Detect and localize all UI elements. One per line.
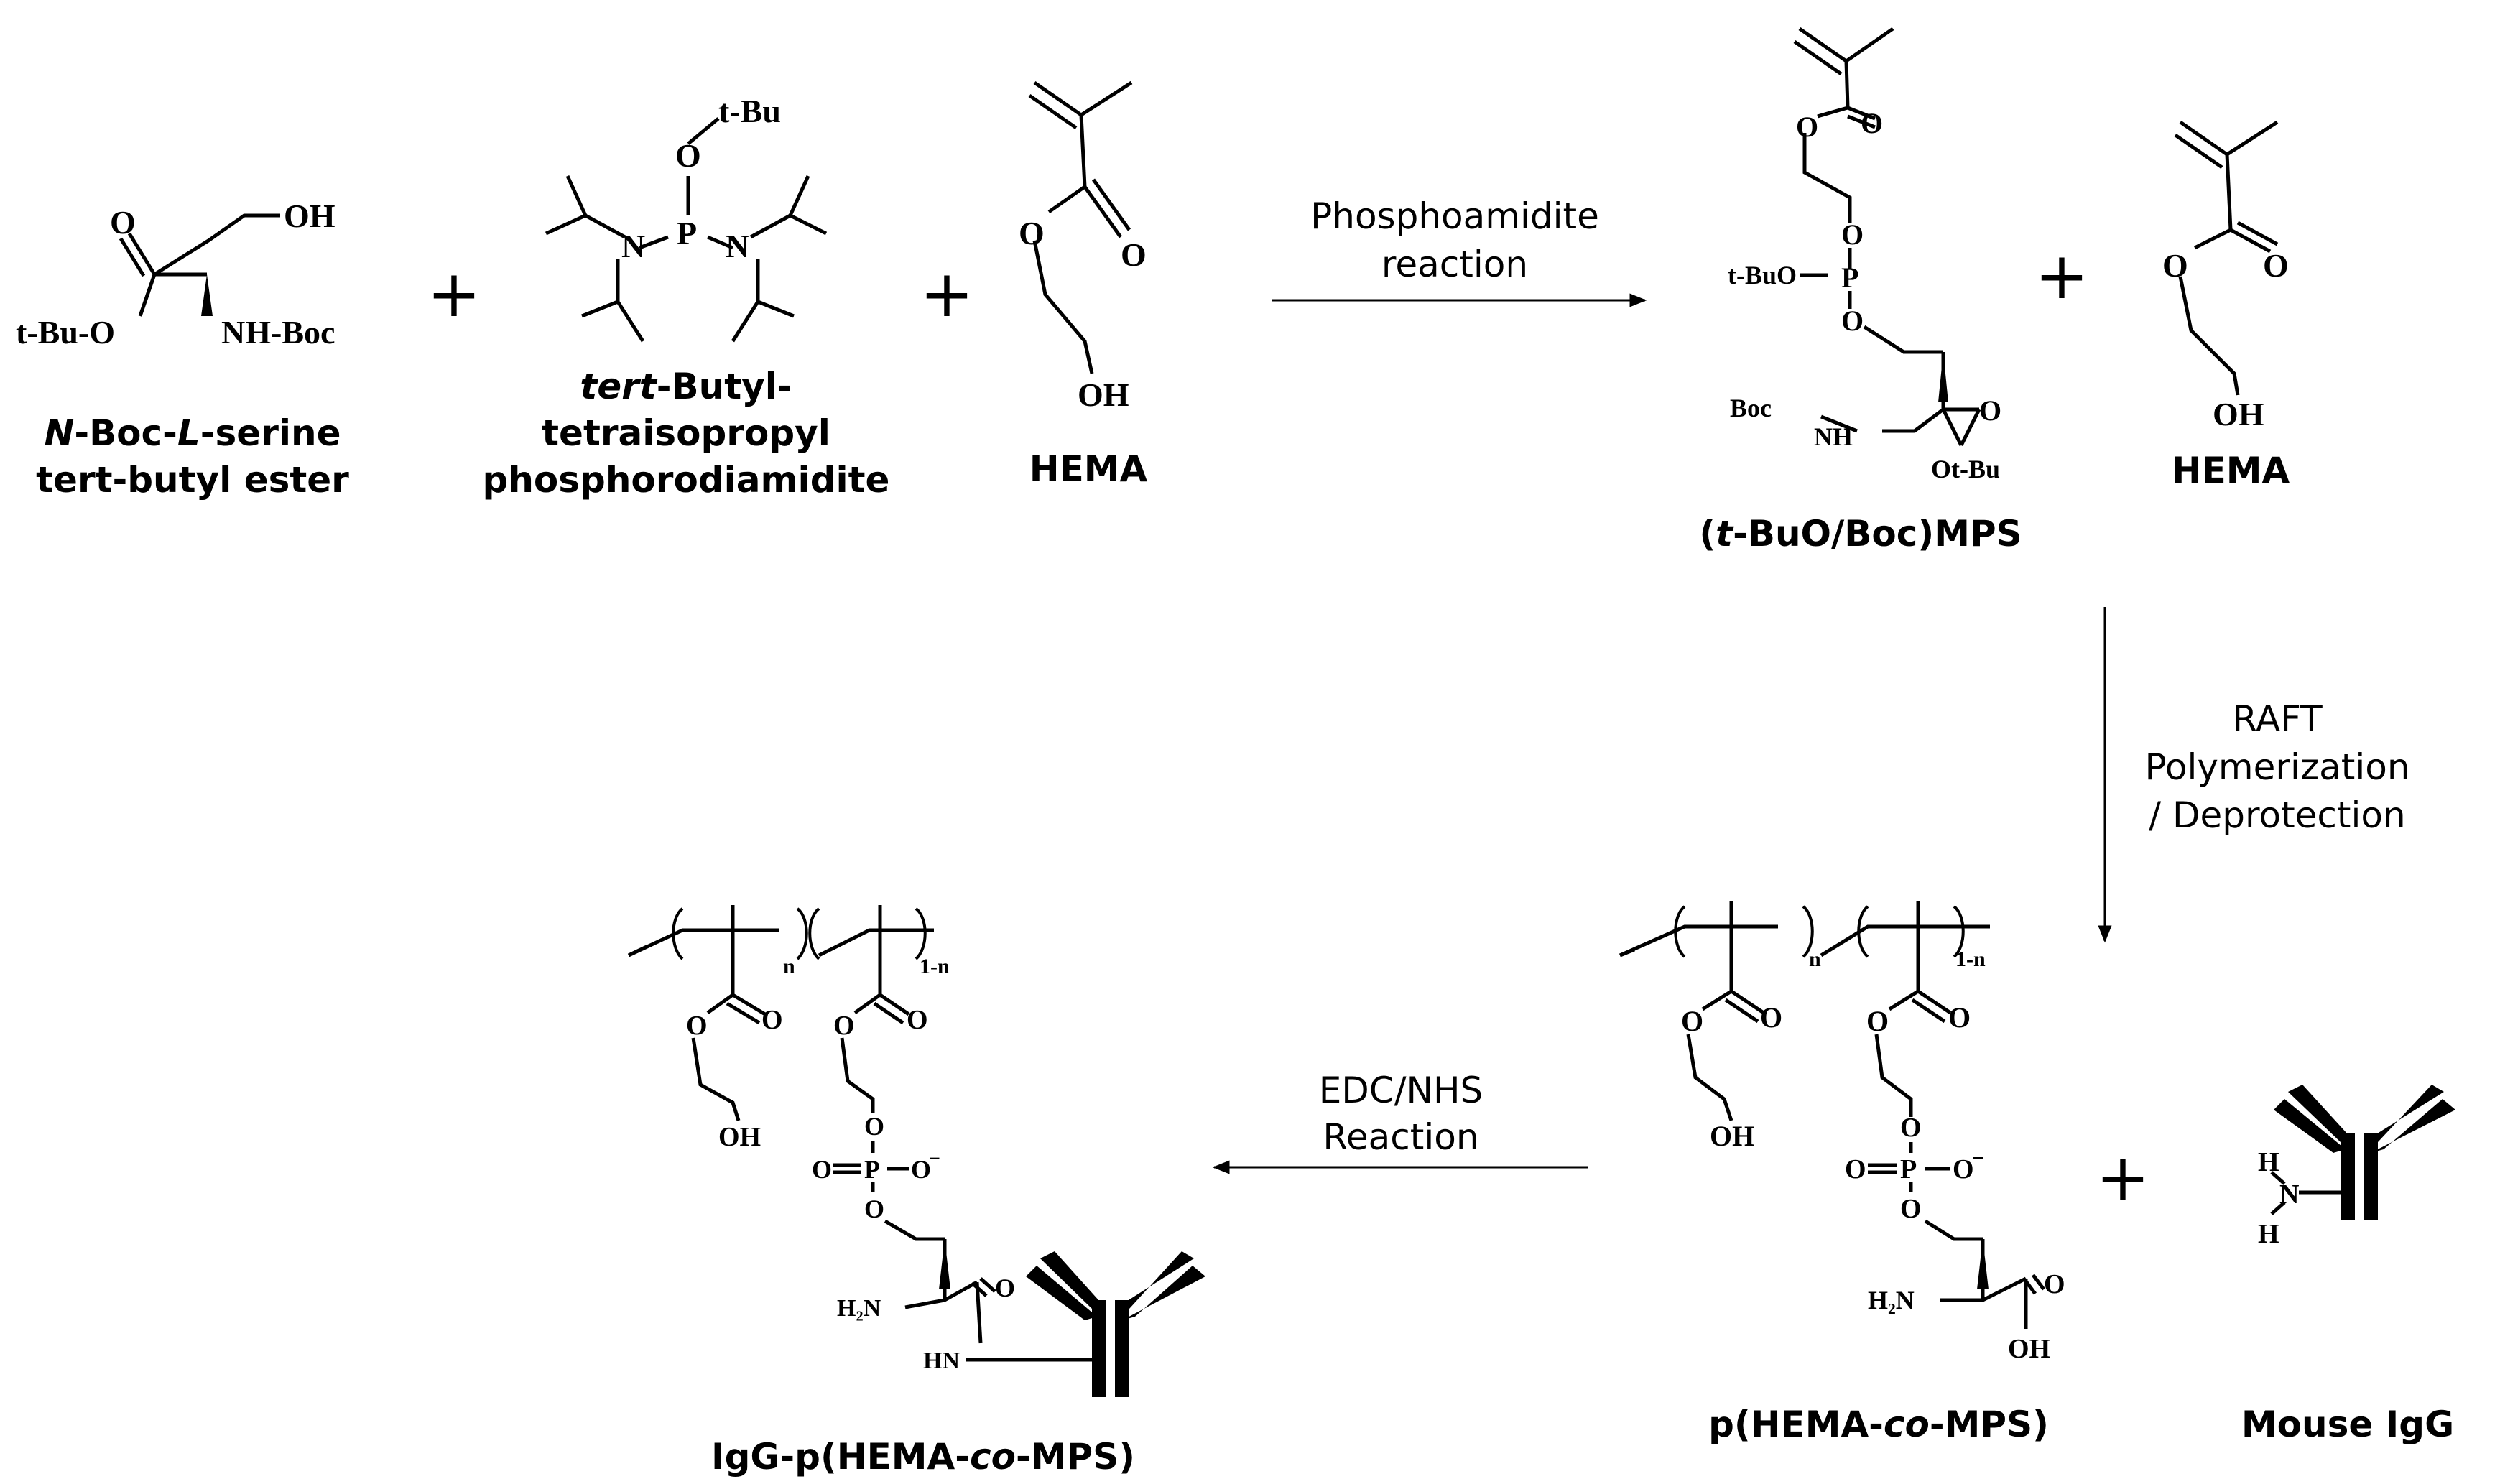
tbu-label: t-Bu [718, 93, 781, 129]
poly-carbonyl-o2: O [1948, 1001, 1971, 1034]
o-label: O [675, 137, 701, 174]
phosphorodiamidite-caption-line3: phosphorodiamidite [483, 459, 890, 501]
monomer-nh: NH [1814, 422, 1853, 451]
plus-sign: + [2096, 1140, 2149, 1215]
igg-n: N [2279, 1179, 2299, 1210]
nh-boc-label: NH-Boc [221, 314, 335, 351]
hema-structure-2: O O OH [2162, 120, 2289, 432]
hema-caption: HEMA [1029, 448, 1148, 490]
monomer-otbu: Ot-Bu [1931, 455, 2000, 483]
conj-amide-o: O [995, 1274, 1015, 1302]
tbu-o-label: t-Bu-O [16, 314, 115, 351]
monomer-ester-o: O [1796, 111, 1818, 143]
sub-n: n [1809, 947, 1821, 971]
step3-label-line2: Reaction [1323, 1116, 1478, 1158]
sub-1-n: 1-n [1955, 947, 1986, 971]
step2-label-line3: / Deprotection [2149, 794, 2405, 836]
step3-label-line1: EDC/NHS [1319, 1070, 1483, 1111]
conj-ester-o: O [686, 1011, 708, 1041]
hema-caption-2: HEMA [2172, 450, 2290, 491]
poly-acid-oh: OH [2008, 1334, 2050, 1364]
poly-neg-charge: − [1972, 1146, 1984, 1170]
monomer-p: P [1841, 261, 1858, 294]
monomer-boc: Boc [1730, 394, 1772, 422]
conj-oh: OH [718, 1122, 761, 1152]
monomer-o2: O [1841, 305, 1864, 337]
step1-label-line2: reaction [1381, 244, 1528, 285]
conj-po-o1: O [864, 1112, 884, 1141]
conj-ester-o2: O [833, 1011, 855, 1041]
monomer-o1: O [1841, 218, 1864, 251]
monomer-ester-o2: O [1979, 394, 2001, 427]
conj-sub-n: n [783, 955, 795, 978]
poly-po-o1: O [1900, 1113, 1922, 1143]
step1-label-line1: Phosphoamidite [1310, 195, 1599, 237]
polymer-caption: p(HEMA-co-MPS) [1708, 1404, 2049, 1445]
conj-o-neg: O [911, 1155, 931, 1184]
step2-label-line1: RAFT [2232, 698, 2323, 740]
conj-po-dbl-o: O [812, 1155, 832, 1184]
monomer-caption: (t-BuO/Boc)MPS [1699, 513, 2022, 555]
poly-ester-o2: O [1866, 1005, 1889, 1037]
polymer-structure: n 1-n O O OH O O O O P O − O H₂N O [1619, 901, 2065, 1364]
igg-caption: Mouse IgG [2241, 1404, 2454, 1445]
plus-sign: + [427, 256, 481, 332]
n-right-label: N [726, 228, 749, 264]
hema-carbonyl-o: O [1121, 236, 1147, 273]
phosphorodiamidite-structure: t-Bu O P N N [545, 93, 828, 343]
hema2-carbonyl-o: O [2263, 247, 2289, 284]
p-label: P [677, 215, 697, 251]
monomer-structure: O O O P t-BuO O O Boc NH Ot-Bu [1728, 27, 2001, 483]
conj-hn: HN [923, 1348, 960, 1374]
monomer-carbonyl-o: O [1861, 107, 1883, 139]
oh-label: OH [284, 198, 335, 234]
poly-ester-o: O [1681, 1005, 1703, 1037]
monomer-tbuo: t-BuO [1728, 261, 1797, 289]
hema-structure: O O OH [1019, 80, 1147, 413]
conj-carbonyl-o: O [761, 1005, 783, 1035]
phosphorodiamidite-caption-line1: tert-Butyl- [580, 366, 792, 407]
poly-o-neg: O [1953, 1154, 1974, 1184]
poly-carbonyl-o: O [1760, 1001, 1782, 1034]
conj-po-o2: O [864, 1195, 884, 1223]
poly-oh: OH [1710, 1120, 1754, 1152]
poly-h2n: H₂N [1868, 1286, 1915, 1314]
poly-acid-o: O [2044, 1269, 2065, 1299]
poly-po-o2: O [1900, 1194, 1922, 1224]
igg-h-top: H [2258, 1147, 2279, 1177]
plus-sign: + [2034, 238, 2088, 314]
antibody-icon: H N H [2258, 1085, 2455, 1249]
carbonyl-o-label: O [110, 204, 136, 241]
serine-caption-line2: tert-butyl ester [36, 459, 349, 501]
conj-h2n: H₂N [837, 1295, 881, 1322]
antibody-icon [1026, 1251, 1205, 1397]
hema-oh: OH [1078, 376, 1129, 413]
poly-p: P [1900, 1154, 1917, 1184]
conjugate-structure: n 1-n O O OH O O O O P O − O H₂N O [627, 905, 1092, 1374]
serine-caption-line1: N-Boc-L-serine [44, 412, 341, 454]
conj-sub-1-n: 1-n [920, 955, 950, 978]
conj-carbonyl-o2: O [907, 1005, 928, 1035]
hema2-oh: OH [2213, 396, 2264, 432]
hema2-ester-o: O [2162, 247, 2188, 284]
phosphorodiamidite-caption-line2: tetraisopropyl [542, 412, 830, 454]
hema-ester-o: O [1019, 215, 1045, 251]
poly-po-dbl-o: O [1845, 1154, 1866, 1184]
conjugate-caption: IgG-p(HEMA-co-MPS) [711, 1436, 1135, 1478]
conj-neg-charge: − [929, 1148, 940, 1170]
igg-h-bottom: H [2258, 1219, 2279, 1249]
serine-structure: OH O t-Bu-O NH-Boc [16, 198, 335, 351]
step2-label-line2: Polymerization [2144, 746, 2409, 788]
plus-sign: + [920, 256, 973, 332]
conj-p: P [864, 1155, 880, 1184]
n-left-label: N [621, 228, 645, 264]
